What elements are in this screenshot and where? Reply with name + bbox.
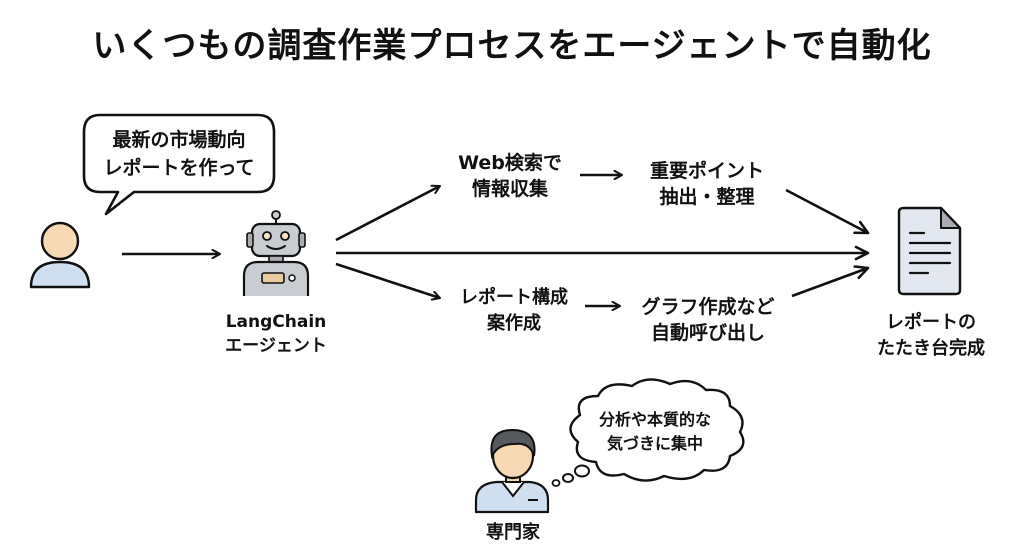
- thought-line: 気づきに集中: [606, 434, 703, 453]
- step-line: 抽出・整理: [659, 186, 755, 208]
- arrow-agent-to-web-search: [335, 186, 440, 242]
- agent-label-line: LangChain: [225, 312, 327, 332]
- page-title: いくつもの調査作業プロセスをエージェントで自動化: [92, 26, 932, 66]
- thought-cloud: [551, 378, 745, 487]
- step-line: グラフ作成など: [641, 296, 775, 318]
- arrow-agent-to-structure: [335, 262, 440, 298]
- result-label: レポートの たたき台完成: [866, 310, 996, 362]
- expert-icon: [474, 428, 550, 514]
- agent-label: LangChain エージェント: [216, 310, 336, 358]
- result-label-line: たたき台完成: [877, 338, 985, 359]
- thought-line: 分析や本質的な: [598, 410, 711, 429]
- step-line: レポート構成: [460, 287, 568, 308]
- step-structure: レポート構成 案作成: [444, 285, 584, 337]
- step-extract: 重要ポイント 抽出・整理: [622, 158, 792, 210]
- step-web-search: Web検索で 情報収集: [440, 150, 580, 202]
- step-line: 案作成: [487, 313, 541, 334]
- step-line: 重要ポイント: [649, 160, 764, 182]
- document-icon: [897, 206, 962, 296]
- user-speech-text: 最新の市場動向 レポートを作って: [84, 126, 274, 182]
- agent-label-line: エージェント: [225, 336, 327, 356]
- step-graph: グラフ作成など 自動呼び出し: [620, 294, 796, 346]
- expert-label: 専門家: [486, 522, 540, 543]
- robot-icon: [242, 210, 310, 296]
- step-line: 自動呼び出し: [650, 322, 765, 344]
- user-icon: [29, 221, 91, 289]
- arrow-extract-to-result: [785, 188, 870, 235]
- result-label-line: レポートの: [886, 312, 976, 333]
- speech-bubble: [82, 113, 276, 216]
- speech-line: レポートを作って: [103, 157, 255, 179]
- step-line: Web検索で: [458, 152, 562, 174]
- speech-line: 最新の市場動向: [112, 129, 246, 151]
- arrow-graph-to-result: [791, 265, 870, 298]
- thought-text: 分析や本質的な 気づきに集中: [580, 408, 730, 456]
- step-line: 情報収集: [471, 178, 548, 200]
